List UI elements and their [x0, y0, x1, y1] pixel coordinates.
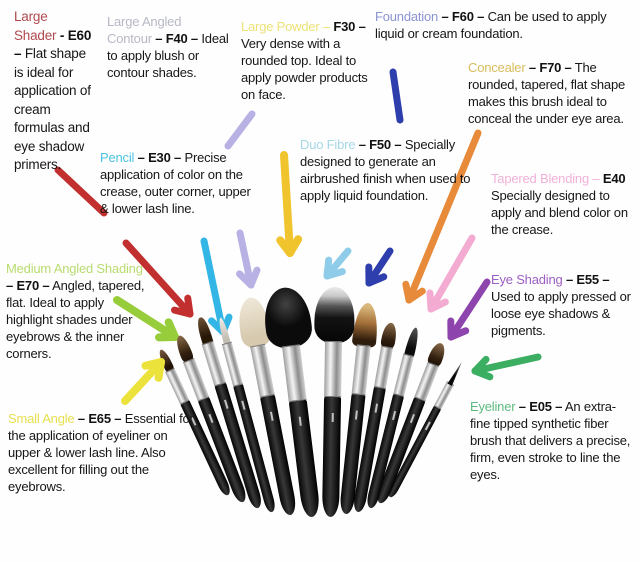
label-title: Large Angled Contour — [107, 14, 182, 46]
brush-code: – E55 – — [565, 272, 610, 287]
ferrule — [165, 367, 190, 405]
label-small-angle: Small Angle – E65 – Essential for the ap… — [8, 410, 200, 495]
ferrule — [373, 345, 394, 389]
duo-fibre-f50-brush — [313, 286, 355, 518]
brush-description: An extra-fine tipped synthetic fiber bru… — [470, 399, 631, 482]
brush-description: Precise application of color on the crea… — [100, 150, 251, 216]
label-title: Medium Angled Shading — [6, 261, 143, 276]
label-title: Foundation — [375, 9, 439, 24]
label-title: Large Shader — [14, 9, 57, 43]
ferrule — [351, 344, 371, 396]
label-foundation: Foundation – F60 – Can be used to apply … — [375, 8, 627, 42]
brush-code: – F60 – — [441, 9, 485, 24]
ferrule — [323, 340, 342, 398]
label-title: Large Powder – — [241, 19, 330, 34]
label-eye-shading: Eye Shading – E55 – Used to apply presse… — [491, 271, 638, 339]
brush-code: – E30 – — [137, 150, 182, 165]
label-title: Small Angle — [8, 411, 75, 426]
bristles — [447, 361, 465, 387]
brush-code: – E05 – — [518, 399, 563, 414]
brand-mark — [330, 412, 333, 423]
bristles — [313, 286, 355, 344]
brush-code: – F40 – — [155, 31, 198, 46]
label-title: Duo Fibre — [300, 137, 356, 152]
brand-mark — [268, 411, 273, 421]
label-large-angled-contour: Large Angled Contour – F40 – Ideal to ap… — [107, 13, 229, 81]
label-eyeliner: Eyeliner – E05 – An extra-fine tipped sy… — [470, 398, 632, 483]
label-tapered-blending: Tapered Blending – E40 Specially designe… — [491, 170, 633, 238]
brush-code: F30 – — [333, 19, 366, 34]
brush-description: Angled, tapered, flat. Ideal to apply hi… — [6, 278, 145, 361]
label-title: Eyeliner — [470, 399, 516, 414]
brand-mark — [374, 403, 379, 413]
brand-mark — [424, 421, 431, 431]
brand-mark — [409, 413, 415, 424]
brush-description: Ideal to apply blush or contour shades. — [107, 31, 229, 80]
label-title: Tapered Blending – — [491, 171, 600, 186]
ferrule — [392, 353, 414, 397]
label-pencil: Pencil – E30 – Precise application of co… — [100, 149, 260, 217]
brush-code: – F70 – — [528, 60, 572, 75]
brand-mark — [208, 413, 214, 424]
label-large-shader: Large Shader - E60 – Flat shape is ideal… — [14, 8, 92, 175]
brush-code: – F50 – — [358, 137, 402, 152]
label-concealer: Concealer – F70 – The rounded, tapered, … — [468, 59, 630, 127]
label-title: Concealer — [468, 60, 526, 75]
bristles — [351, 301, 381, 349]
brush-description: Can be used to apply liquid or cream fou… — [375, 9, 607, 41]
brush-description: Very dense with a rounded top. Ideal to … — [241, 36, 368, 102]
brush-code: E40 — [602, 171, 626, 186]
brush-description: Specially designed to apply and blend co… — [491, 188, 628, 237]
brush-description: The rounded, tapered, flat shape makes t… — [468, 60, 626, 126]
label-duo-fibre: Duo Fibre – F50 – Specially designed to … — [300, 136, 472, 204]
brand-mark — [354, 410, 358, 420]
ferrule — [249, 343, 275, 398]
label-title: Pencil — [100, 150, 135, 165]
handle — [321, 396, 341, 518]
brush-code: – E65 – — [77, 411, 122, 426]
brand-mark — [241, 400, 246, 410]
brush-description: Flat shape is ideal for application of c… — [14, 46, 91, 172]
ferrule — [414, 361, 439, 402]
brush-description: Essential for the application of eyeline… — [8, 411, 194, 494]
brush-code: - E60 – — [14, 27, 92, 62]
brush-description: Used to apply pressed or loose eye shado… — [491, 289, 631, 338]
bristles — [261, 284, 314, 351]
brand-mark — [391, 410, 396, 420]
brush-code: – E70 – — [6, 278, 50, 293]
label-title: Eye Shading — [491, 272, 563, 287]
brand-mark — [224, 399, 229, 409]
label-medium-angled-shading: Medium Angled Shading – E70 – Angled, ta… — [6, 260, 148, 362]
brand-mark — [298, 416, 302, 426]
brush-description: Specially designed to generate an airbru… — [300, 137, 471, 203]
ferrule — [281, 344, 307, 402]
label-large-powder: Large Powder – F30 – Very dense with a r… — [241, 18, 371, 103]
